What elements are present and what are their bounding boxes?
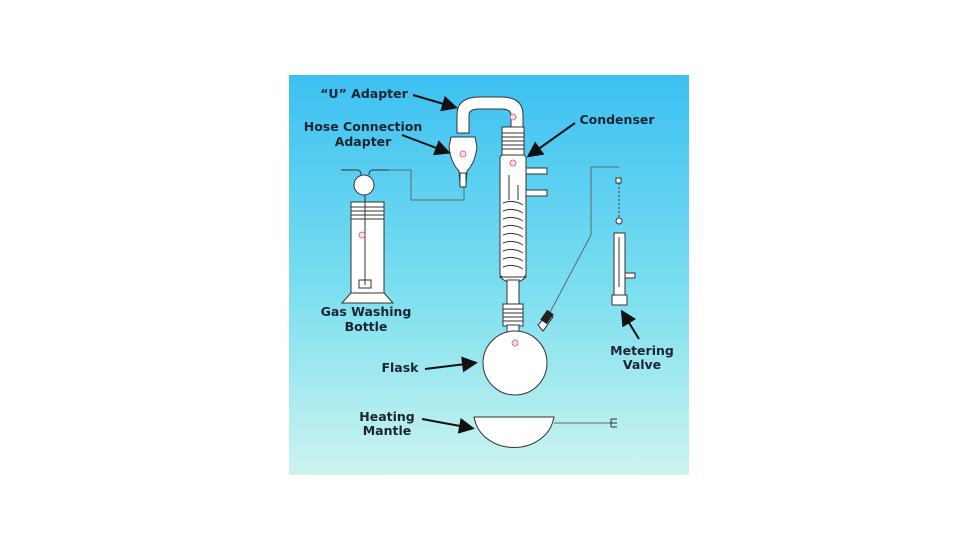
arrow-condenser <box>526 122 576 158</box>
diagram-svg: “U” Adapter Hose Connection Adapter Cond… <box>289 75 689 475</box>
marker-icons <box>358 113 519 347</box>
arrow-hose-adapter <box>401 134 451 156</box>
label-hose-adapter-1: Hose Connection <box>304 119 423 134</box>
label-metering-1: Metering <box>610 343 674 358</box>
hose-bottle-to-adapter <box>389 169 465 201</box>
label-gas-bottle-1: Gas Washing <box>321 304 412 319</box>
hose-connection-adapter <box>448 136 478 188</box>
metering-valve <box>611 177 636 306</box>
label-u-adapter: “U” Adapter <box>320 86 408 101</box>
heating-mantle <box>473 416 555 448</box>
arrow-flask <box>424 356 478 373</box>
label-hose-adapter-2: Adapter <box>335 134 392 149</box>
label-flask: Flask <box>381 360 419 375</box>
arrow-heating-mantle <box>421 417 475 434</box>
gas-washing-bottle <box>340 169 395 304</box>
label-mantle-2: Mantle <box>363 423 412 438</box>
hose-valve-to-flask <box>546 166 619 319</box>
arrow-u-adapter <box>412 94 458 112</box>
label-gas-bottle-2: Bottle <box>345 319 388 334</box>
label-condenser: Condenser <box>579 112 655 127</box>
flask <box>482 309 554 396</box>
arrow-metering-valve <box>620 309 640 340</box>
label-mantle-1: Heating <box>359 409 414 424</box>
label-metering-2: Valve <box>623 357 661 372</box>
apparatus-diagram: “U” Adapter Hose Connection Adapter Cond… <box>289 75 689 475</box>
plug-icon <box>610 418 617 428</box>
